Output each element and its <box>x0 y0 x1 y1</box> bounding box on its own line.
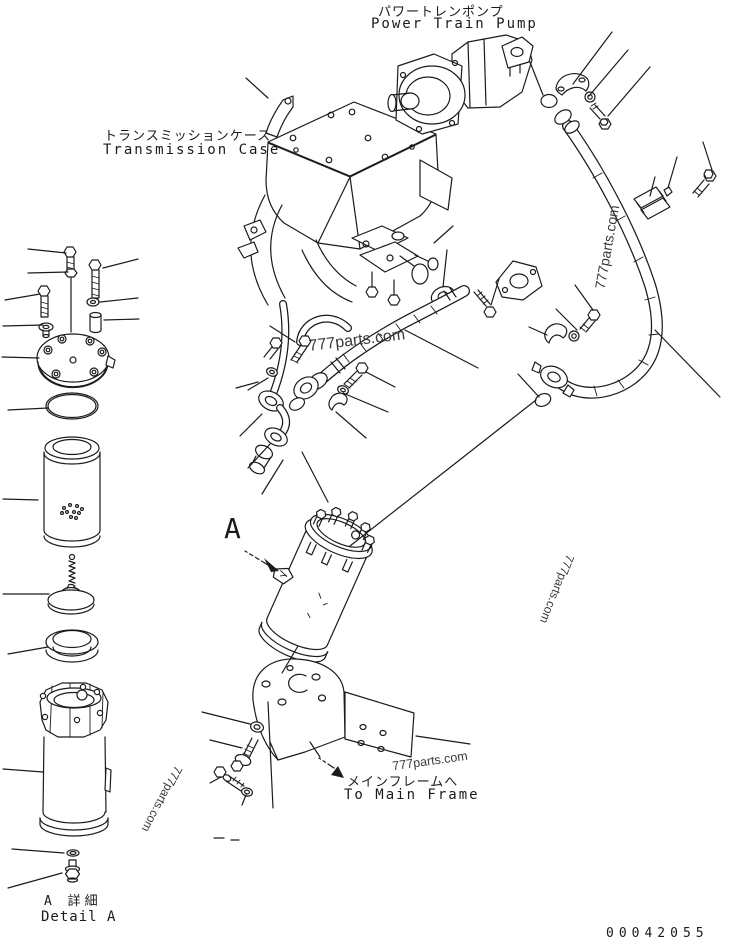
right-hose-assembly <box>531 109 663 399</box>
label-power-train-pump-en: Power Train Pump <box>371 16 538 32</box>
label-detail-a-en: Detail A <box>41 909 117 925</box>
bracket-bolts <box>213 721 265 797</box>
detail-a-arrow <box>244 547 279 572</box>
label-to-main-frame-jp: メインフレームへ <box>347 775 459 790</box>
cover-bolt-right <box>88 259 102 299</box>
small-washer <box>86 297 100 307</box>
plug-and-stem <box>64 268 78 333</box>
cup-ring <box>45 629 99 663</box>
seat-washer <box>47 583 95 615</box>
filter-element <box>43 436 101 548</box>
power-train-pump-drawing <box>387 34 534 135</box>
leader-lines <box>1 31 721 889</box>
filter-cover <box>36 333 116 389</box>
drain-washer <box>66 849 80 857</box>
label-power-train-pump-jp: パワートレンポンプ <box>378 5 504 20</box>
main-frame-arrow <box>318 754 344 778</box>
label-detail-a-jp: A 詳細 <box>44 894 102 909</box>
drawing-number: 00042055 <box>606 926 709 941</box>
cover-bolt-left <box>37 285 51 318</box>
filter-canister <box>39 682 112 837</box>
mounting-bracket <box>252 658 415 761</box>
elbow-assembly <box>248 390 306 475</box>
label-to-main-frame-en: To Main Frame <box>344 787 480 803</box>
label-transmission-case-jp: トランスミッションケース <box>104 129 272 144</box>
right-hose-fittings-top <box>540 73 717 220</box>
o-ring <box>45 392 99 420</box>
middle-hose-assembly <box>263 260 543 411</box>
transmission-case-drawing <box>237 95 453 346</box>
center-filter-assembly <box>258 506 375 663</box>
valve-block-drawing <box>351 225 439 306</box>
drain-plug <box>64 859 81 883</box>
spacer-sleeve <box>89 311 102 334</box>
detail-view-marker-a: A <box>224 512 241 545</box>
label-transmission-case-en: Transmission Case <box>103 142 281 158</box>
dash-marks <box>213 837 240 841</box>
case-to-elbow-pipe <box>269 300 290 398</box>
